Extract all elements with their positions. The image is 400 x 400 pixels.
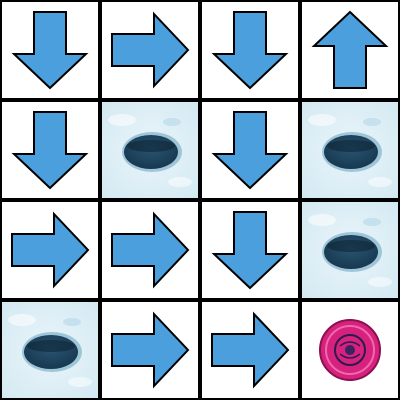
ice-texture: [168, 177, 192, 187]
grid-cell-arrow-right: [2, 202, 98, 298]
arrow-down-icon: [211, 211, 289, 290]
frisbee-emblem: [334, 334, 366, 366]
frisbee-emblem-mark: [339, 341, 361, 359]
grid-cell-hole: [102, 102, 198, 198]
arrow-up-icon: [311, 10, 389, 89]
ice-texture: [368, 277, 392, 287]
arrow-right-icon: [111, 211, 190, 289]
ice-texture: [308, 114, 336, 126]
grid-cell-arrow-down: [202, 102, 298, 198]
ice-texture: [363, 118, 381, 126]
ice-hole-shadow: [327, 140, 375, 152]
grid-cell-arrow-down: [2, 102, 98, 198]
grid-cell-hole: [2, 302, 98, 398]
grid-cell-hole: [302, 202, 398, 298]
grid-cell-arrow-right: [102, 302, 198, 398]
grid-cell-arrow-down: [2, 2, 98, 98]
ice-texture: [308, 214, 336, 226]
ice-texture: [363, 218, 381, 226]
arrow-down-icon: [11, 111, 89, 190]
ice-texture: [63, 318, 81, 326]
ice-hole-shadow: [327, 240, 375, 252]
grid-cell-arrow-down: [202, 2, 298, 98]
arrow-down-icon: [211, 11, 289, 90]
grid-cell-arrow-right: [202, 302, 298, 398]
ice-texture: [108, 114, 136, 126]
arrow-down-icon: [11, 11, 89, 90]
grid-cell-arrow-up: [302, 2, 398, 98]
arrow-right-icon: [111, 11, 190, 89]
ice-hole-shadow: [127, 140, 175, 152]
arrow-right-icon: [111, 311, 190, 389]
ice-texture: [8, 314, 36, 326]
grid-cell-goal-frisbee: [302, 302, 398, 398]
ice-texture: [163, 118, 181, 126]
grid-cell-arrow-right: [102, 2, 198, 98]
grid-cell-arrow-right: [102, 202, 198, 298]
ice-texture: [68, 377, 92, 387]
arrow-right-icon: [11, 211, 90, 289]
ice-texture: [368, 177, 392, 187]
frisbee-emblem-center: [345, 345, 355, 355]
grid-cell-arrow-down: [202, 202, 298, 298]
arrow-right-icon: [211, 311, 290, 389]
frisbee-ring: [325, 325, 375, 375]
ice-hole-shadow: [27, 340, 75, 352]
arrow-down-icon: [211, 111, 289, 190]
grid-cell-hole: [302, 102, 398, 198]
